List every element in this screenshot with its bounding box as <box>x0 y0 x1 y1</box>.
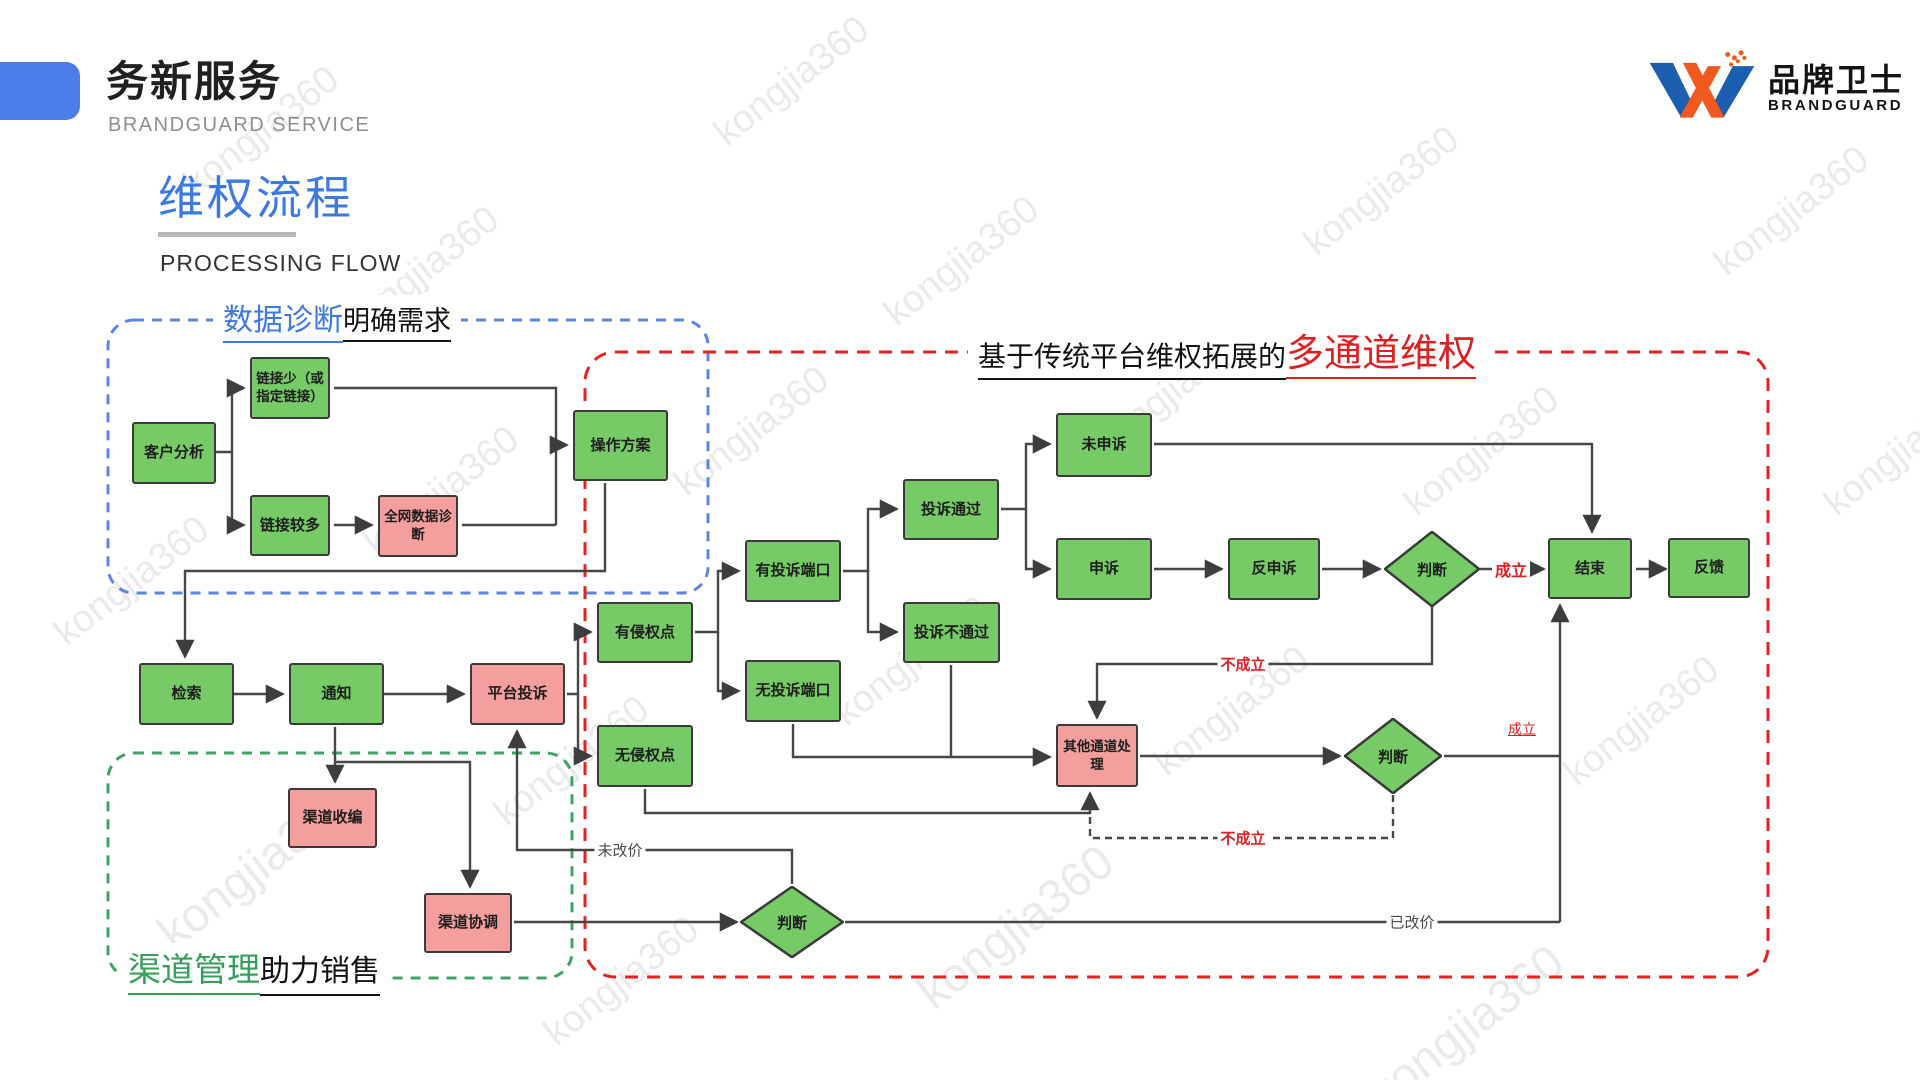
node-label: 反馈 <box>1693 559 1724 577</box>
node-label: 链接少（或指定链接） <box>256 371 324 404</box>
node-label: 全网数据诊断 <box>384 509 452 542</box>
node-complaint-rejected: 投诉不通过 <box>903 602 1000 663</box>
node-fullweb-data-diagnosis: 全网数据诊断 <box>378 495 458 557</box>
node-label: 判断 <box>776 914 807 932</box>
node-no-appeal: 未申诉 <box>1056 413 1152 477</box>
node-search: 检索 <box>139 663 234 725</box>
node-label: 投诉不通过 <box>913 623 989 641</box>
decision-judge-3: 判断 <box>740 886 844 958</box>
node-label: 判断 <box>1416 561 1447 579</box>
node-other-channel-handling: 其他通道处理 <box>1056 724 1138 787</box>
node-label: 渠道协调 <box>437 914 498 932</box>
header-title: 务新服务 <box>106 58 283 105</box>
group-label-data-diagnosis: 数据诊断明确需求 <box>213 295 461 343</box>
node-label: 其他通道处理 <box>1063 738 1131 772</box>
group-label-data-diagnosis-primary: 数据诊断 <box>223 295 343 343</box>
node-channel-coordinate: 渠道协调 <box>424 893 512 953</box>
node-few-links: 链接少（或指定链接） <box>250 357 330 419</box>
node-label: 链接较多 <box>259 516 320 534</box>
edge-label-not-established-2: 不成立 <box>1217 827 1269 849</box>
node-counter-appeal: 反申诉 <box>1228 538 1320 600</box>
node-label: 有侵权点 <box>614 623 675 641</box>
edge-label-price-not-changed: 未改价 <box>594 839 646 861</box>
node-label: 有投诉端口 <box>755 562 831 580</box>
node-channel-absorb: 渠道收编 <box>288 788 377 848</box>
node-label: 无侵权点 <box>614 747 675 765</box>
decision-judge-2: 判断 <box>1344 718 1442 794</box>
brand-name-cn: 品牌卫士 <box>1768 62 1905 99</box>
node-label: 检索 <box>171 685 202 703</box>
node-many-links: 链接较多 <box>250 495 330 556</box>
node-no-infringement: 无侵权点 <box>597 725 693 787</box>
page-title: 维权流程 <box>158 172 354 224</box>
node-platform-complaint: 平台投诉 <box>470 663 565 725</box>
node-label: 判断 <box>1377 748 1408 766</box>
node-label: 通知 <box>321 685 352 703</box>
group-label-multichannel-prefix: 基于传统平台维权拓展的 <box>978 335 1287 380</box>
brand-logo-icon <box>1649 50 1755 118</box>
node-feedback: 反馈 <box>1668 538 1750 598</box>
node-has-infringement: 有侵权点 <box>597 602 693 663</box>
node-label: 申诉 <box>1088 560 1119 578</box>
node-no-complaint-port: 无投诉端口 <box>745 660 841 722</box>
node-end: 结束 <box>1548 538 1632 599</box>
brand-name-en: BRANDGUARD <box>1768 96 1904 114</box>
group-label-data-diagnosis-secondary: 明确需求 <box>343 299 451 342</box>
node-label: 结束 <box>1574 559 1605 577</box>
node-label: 渠道收编 <box>302 809 363 827</box>
group-label-channel-mgmt-primary: 渠道管理 <box>128 943 260 995</box>
node-complaint-passed: 投诉通过 <box>903 479 999 540</box>
node-label: 操作方案 <box>590 436 651 454</box>
node-has-complaint-port: 有投诉端口 <box>745 540 841 602</box>
node-notify: 通知 <box>289 663 384 725</box>
node-action-plan: 操作方案 <box>573 410 668 481</box>
group-label-multichannel-highlight: 多通道维权 <box>1286 322 1477 379</box>
node-label: 投诉通过 <box>920 500 981 518</box>
brand-logo: 品牌卫士 BRANDGUARD <box>1648 48 1904 130</box>
node-label: 未申诉 <box>1081 436 1127 454</box>
title-underline <box>158 232 296 237</box>
page-title-en: PROCESSING FLOW <box>160 250 402 276</box>
node-customer-analysis: 客户分析 <box>132 422 216 484</box>
header-accent-bar <box>0 62 80 120</box>
node-label: 平台投诉 <box>487 685 548 703</box>
node-label: 无投诉端口 <box>755 682 831 700</box>
edge-label-established-2: 成立 <box>1505 719 1539 739</box>
group-label-channel-mgmt: 渠道管理助力销售 <box>118 943 390 996</box>
node-label: 反申诉 <box>1251 560 1297 578</box>
group-label-multichannel: 基于传统平台维权拓展的多通道维权 <box>968 322 1487 380</box>
node-appeal: 申诉 <box>1056 538 1152 600</box>
decision-judge-1: 判断 <box>1384 531 1480 607</box>
edge-label-price-changed: 已改价 <box>1386 911 1438 933</box>
node-label: 客户分析 <box>143 444 204 462</box>
group-label-channel-mgmt-secondary: 助力销售 <box>260 946 380 996</box>
edge-label-not-established-1: 不成立 <box>1217 653 1269 675</box>
header-subtitle: BRANDGUARD SERVICE <box>108 114 371 136</box>
edge-label-established-1: 成立 <box>1491 557 1531 581</box>
